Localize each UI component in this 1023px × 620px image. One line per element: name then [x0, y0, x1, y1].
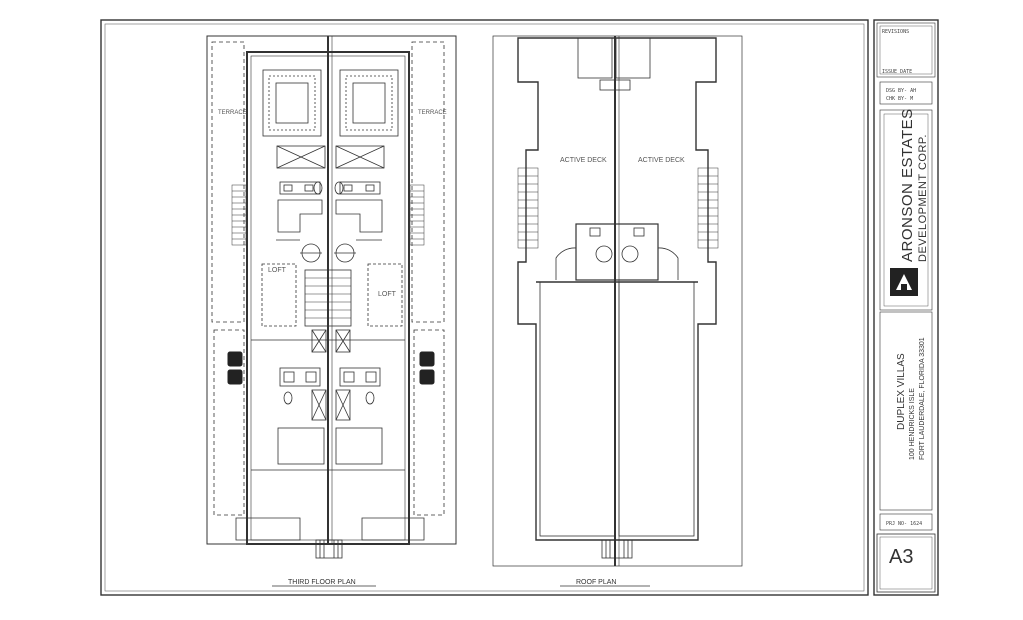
active-deck-right-label: ACTIVE DECK: [638, 157, 685, 164]
project-name: DUPLEX VILLAS: [896, 353, 907, 430]
terrace-right-label: TERRACE: [418, 110, 447, 116]
loft-left-label: LOFT: [268, 267, 287, 274]
title-block: [873, 19, 939, 596]
company-logo: [890, 268, 918, 296]
loft-right-label: LOFT: [378, 291, 397, 298]
checked-by-label: CHK BY- M: [886, 96, 913, 102]
third-floor-plan: [206, 35, 457, 559]
project-address-2: FORT LAUDERDALE, FLORIDA 33301: [919, 337, 926, 460]
project-number: PRJ NO- 1624: [886, 521, 922, 527]
roof-plan: [492, 35, 743, 567]
active-deck-left-label: ACTIVE DECK: [560, 157, 607, 164]
project-address-1: 100 HENDRICKS ISLE: [909, 388, 916, 460]
sheet-border: [100, 19, 869, 596]
roof-plan-title: ROOF PLAN: [576, 579, 616, 586]
sheet-inner-border: [104, 23, 865, 592]
third-floor-plan-title: THIRD FLOOR PLAN: [288, 579, 356, 586]
sheet-number: A3: [889, 546, 913, 568]
issue-date-label: ISSUE DATE: [882, 69, 912, 75]
company-name-line1: ARONSON ESTATES: [899, 108, 916, 262]
drawn-by-label: DSG BY- AH: [886, 88, 916, 94]
company-name-line2: DEVELOPMENT CORP.: [917, 134, 929, 262]
revisions-label: REVISIONS: [882, 29, 909, 35]
terrace-left-label: TERRACE: [218, 110, 247, 116]
ac-units: [227, 351, 435, 385]
